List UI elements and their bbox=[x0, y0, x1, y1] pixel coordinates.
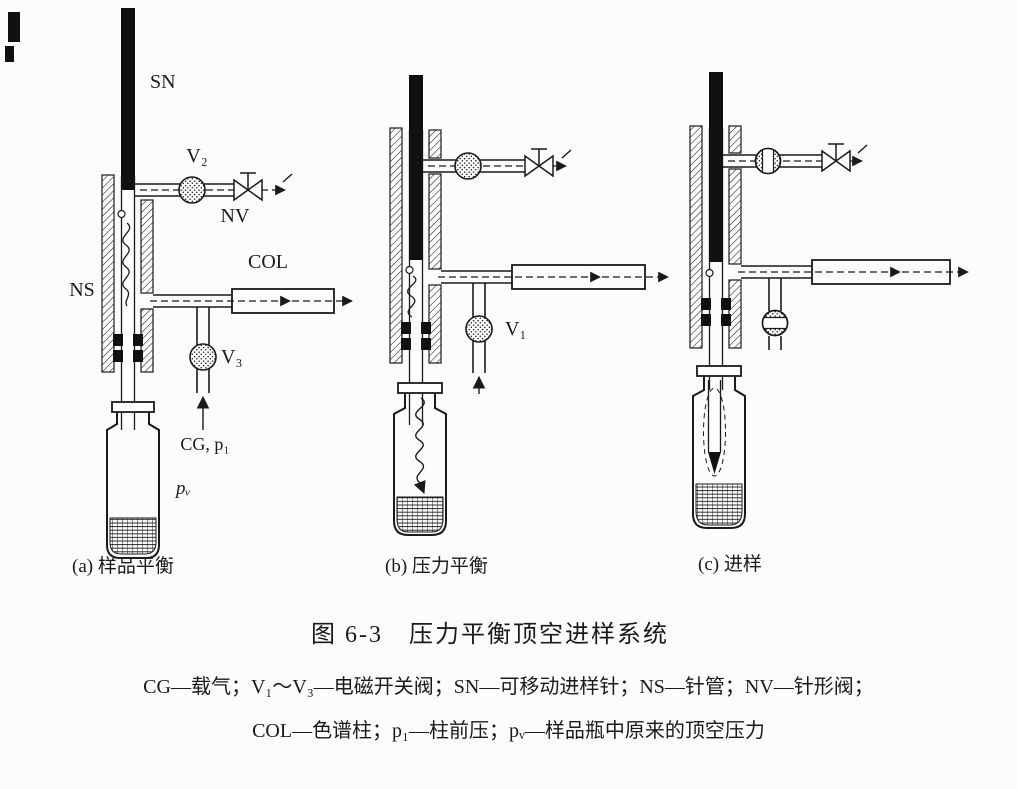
panel-c: (c) 进样 bbox=[689, 72, 969, 575]
carrier-gas-branch-a bbox=[189, 307, 217, 430]
column-col-b bbox=[511, 264, 646, 290]
needle-valve-c bbox=[821, 143, 851, 173]
label-col: COL bbox=[248, 251, 288, 273]
needle-housing-b bbox=[389, 127, 442, 364]
panel-b: V₁ (b) 压力平衡 bbox=[385, 75, 669, 577]
needle-valve-b bbox=[524, 148, 554, 178]
sampling-needle-sn-c bbox=[709, 72, 723, 262]
figure-legend-line1: CG—载气；V₁～V₃—电磁开关阀；SN—可移动进样针；NS—针管；NV—针形阀… bbox=[143, 676, 874, 698]
needle-ball-a bbox=[117, 209, 126, 219]
panel-c-caption: (c) 进样 bbox=[698, 553, 762, 575]
needle-ball-c bbox=[705, 268, 714, 278]
label-cg-p1: CG, p₁ bbox=[180, 434, 229, 454]
solenoid-valve-top-c bbox=[754, 147, 782, 175]
label-nv: NV bbox=[221, 205, 250, 227]
panel-b-caption: (b) 压力平衡 bbox=[385, 555, 488, 577]
label-v2: V₂ bbox=[186, 145, 207, 167]
vent-pipe-a bbox=[135, 173, 293, 197]
needle-seals-b bbox=[401, 322, 431, 350]
sample-vial-b bbox=[393, 382, 447, 536]
vial-liquid-a bbox=[109, 517, 157, 555]
label-v1: V₁ bbox=[505, 318, 526, 340]
label-ns: NS bbox=[69, 279, 95, 301]
vial-liquid-c bbox=[695, 483, 743, 526]
label-sn: SN bbox=[150, 71, 176, 93]
capillary-coil-b bbox=[407, 275, 417, 318]
vent-tick bbox=[561, 149, 572, 159]
sampling-needle-sn-a bbox=[121, 8, 135, 190]
solenoid-valve-v3 bbox=[189, 343, 217, 371]
needle-channel-a bbox=[120, 176, 136, 430]
capillary-coil-a bbox=[122, 222, 131, 307]
figure-caption: 图 6-3 压力平衡顶空进样系统 bbox=[311, 622, 669, 648]
vent-tick bbox=[282, 173, 293, 183]
vial-liquid-b bbox=[396, 496, 444, 533]
label-v3: V₃ bbox=[221, 346, 242, 368]
sampling-needle-sn-b bbox=[409, 75, 423, 260]
sample-vial-c bbox=[692, 365, 746, 529]
valve-branch-c bbox=[761, 278, 789, 350]
column-pipe-b bbox=[438, 264, 669, 290]
needle-seals-c bbox=[701, 298, 731, 326]
sample-vial-a bbox=[106, 401, 160, 559]
needle-valve-nv bbox=[233, 172, 263, 202]
panel-a: SN V₂ NV NS COL V₃ CG, p₁ pᵥ (a) 样品平衡 bbox=[69, 8, 353, 577]
needle-path-dashed-c bbox=[703, 387, 726, 477]
needle-seals-a bbox=[113, 334, 143, 362]
column-col-c bbox=[811, 259, 951, 285]
column-pipe-c bbox=[738, 259, 969, 285]
panel-a-caption: (a) 样品平衡 bbox=[72, 555, 174, 577]
needle-housing-c bbox=[689, 125, 742, 349]
headspace-sampling-diagram: SN V₂ NV NS COL V₃ CG, p₁ pᵥ (a) 样品平衡 bbox=[5, 8, 969, 577]
gas-swirl-b bbox=[413, 397, 426, 495]
needle-tip-c bbox=[708, 452, 721, 474]
valve-branch-b bbox=[465, 283, 493, 394]
figure-legend-line2: COL—色谱柱；p₁—柱前压；pᵥ—样品瓶中原来的顶空压力 bbox=[252, 720, 765, 742]
solenoid-valve-v1 bbox=[465, 315, 493, 343]
solenoid-valve-bottom-c bbox=[761, 309, 789, 337]
label-pv: pᵥ bbox=[174, 478, 191, 499]
column-pipe-a bbox=[150, 288, 353, 314]
solenoid-valve-top-b bbox=[454, 152, 482, 180]
vent-tick bbox=[857, 144, 868, 154]
solenoid-valve-v2 bbox=[178, 176, 206, 204]
column-col bbox=[231, 288, 335, 314]
needle-housing-ns-a bbox=[101, 174, 154, 373]
needle-ball-b bbox=[405, 265, 414, 275]
scan-artifact bbox=[5, 12, 20, 62]
